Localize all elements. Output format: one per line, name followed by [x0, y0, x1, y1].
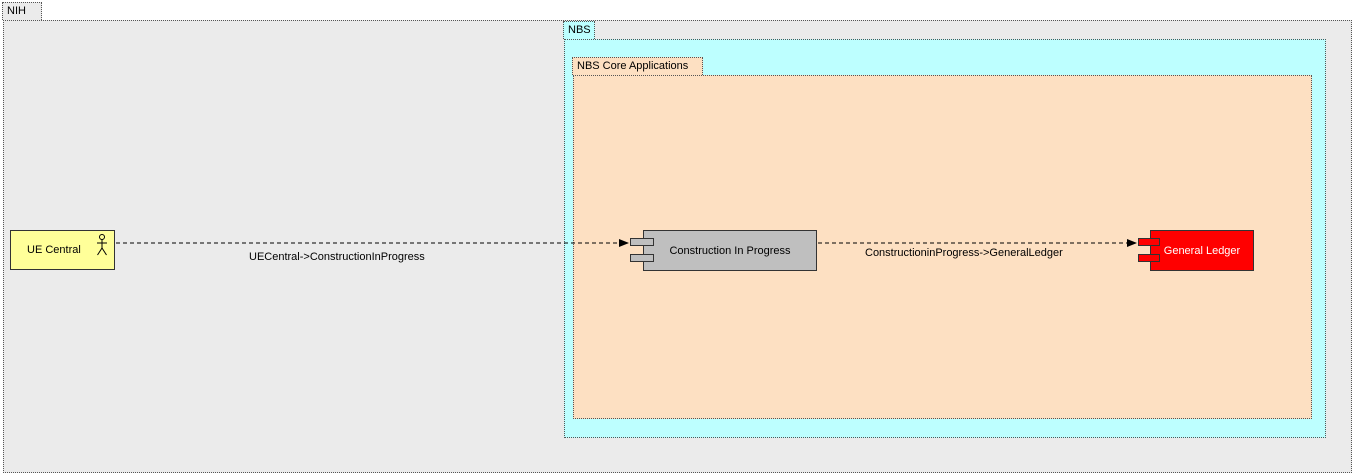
group-tab-nih: NIH — [2, 2, 42, 20]
node-label-ue-central: UE Central — [27, 244, 81, 256]
node-construction-in-progress[interactable]: Construction In Progress — [643, 230, 817, 271]
component-icon — [1138, 254, 1160, 262]
node-general-ledger[interactable]: General Ledger — [1150, 230, 1254, 271]
node-ue-central[interactable]: UE Central — [10, 230, 115, 270]
component-icon — [1138, 238, 1160, 246]
component-icon — [630, 254, 654, 262]
actor-icon — [97, 234, 107, 256]
edge-label-ue-to-construction: UECentral->ConstructionInProgress — [249, 251, 425, 263]
group-tab-nbs: NBS — [563, 21, 595, 39]
node-label-general-ledger: General Ledger — [1163, 245, 1241, 257]
node-label-construction-in-progress: Construction In Progress — [669, 245, 791, 257]
group-label-nbs: NBS — [568, 24, 591, 36]
group-label-core-applications: NBS Core Applications — [577, 60, 689, 72]
edge-label-construction-to-ledger: ConstructioninProgress->GeneralLedger — [865, 247, 1063, 259]
component-icon — [630, 238, 654, 246]
group-label-nih: NIH — [7, 5, 26, 17]
group-tab-core-applications: NBS Core Applications — [572, 57, 703, 75]
